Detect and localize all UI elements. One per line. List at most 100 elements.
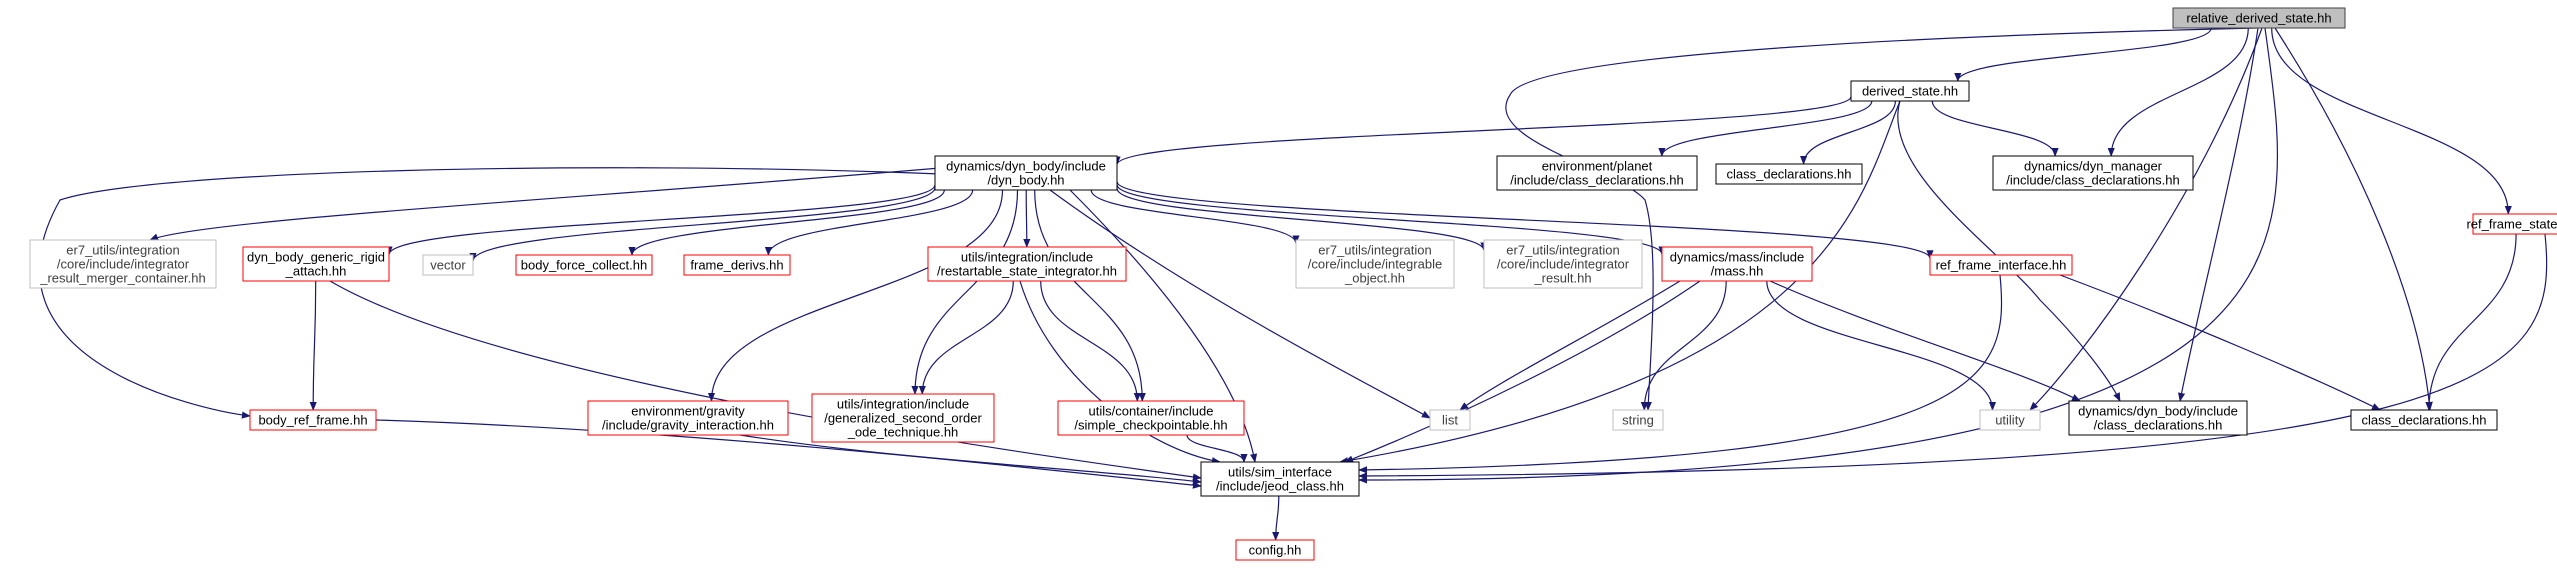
node-label: _result_merger_container.hh [39,271,206,286]
edge-rds-to-ref_frame_state [2271,27,2512,215]
edge-rfi-to-cd2 [2059,274,2381,411]
edge-dbgra-to-jeod_class [329,280,1202,481]
edge-dyn_body-to-vector [469,187,936,262]
edge-dyn_body-to-bfc [628,189,945,256]
node-label: body_ref_frame.hh [258,413,367,428]
node-label: /include/gravity_interaction.hh [602,418,774,433]
edge-dyn_body-to-irmc [149,167,941,241]
node-planet-cd[interactable]: environment/planet/include/class_declara… [1496,155,1698,191]
node-label: string [1622,413,1654,428]
node-integ-obj[interactable]: er7_utils/integration/core/include/integ… [1295,239,1455,289]
node-integ-res[interactable]: er7_utils/integration/core/include/integ… [1483,239,1643,289]
node-rsi[interactable]: utils/integration/include/restartable_st… [927,246,1127,282]
node-label: class_declarations.hh [2361,413,2486,428]
node-label: /include/class_declarations.hh [2006,173,2179,188]
edge-dbgra-to-brf [309,280,317,411]
edge-ds-to-dyn_body [1113,96,1852,166]
node-label: utils/container/include [1088,404,1213,419]
node-label: /core/include/integrator [57,257,190,272]
node-box [1715,163,1863,185]
node-bfc[interactable]: body_force_collect.hh [515,254,653,276]
node-brf[interactable]: body_ref_frame.hh [249,409,377,431]
edge-dyn_body-to-gsoot [911,189,1019,395]
node-vector[interactable]: vector [422,254,474,276]
node-label: utils/sim_interface [1228,465,1332,480]
node-mass[interactable]: dynamics/mass/include/mass.hh [1661,246,1813,282]
node-sc[interactable]: utils/container/include/simple_checkpoin… [1057,400,1245,436]
edge-ds-to-cd1 [1800,100,1896,165]
node-config[interactable]: config.hh [1235,539,1315,561]
node-box [1661,246,1813,282]
node-dm-cd[interactable]: dynamics/dyn_manager/include/class_decla… [1992,155,2194,191]
node-fd[interactable]: frame_derivs.hh [683,254,791,276]
node-label: ref_frame_interface.hh [1936,258,2067,273]
edge-mass-to-list [1459,280,1681,411]
node-gsoot[interactable]: utils/integration/include/generalized_se… [811,393,995,443]
edge-rfi-to-jeod_class [1358,274,2003,474]
node-label: /include/jeod_class.hh [1216,479,1344,494]
edge-mass-to-jeod_class [1344,280,1701,463]
node-label: vector [430,258,466,273]
edge-mass-to-utility [1766,280,1997,411]
edge-ds-to-dm_cd [1931,100,2059,157]
node-label: list [1442,413,1458,428]
node-db-cd[interactable]: dynamics/dyn_body/include/class_declarat… [2068,400,2248,436]
node-label: environment/planet [1542,159,1653,174]
node-label: ref_frame_state.hh [2466,217,2557,232]
node-box [1483,239,1643,289]
edge-rds-to-ds [1954,27,2212,82]
edge-ref_frame_state-to-jeod_class [1358,233,2548,480]
node-utility[interactable]: utility [1979,409,2041,431]
node-label: er7_utils/integration [1318,243,1431,258]
node-jeod-class[interactable]: utils/sim_interface/include/jeod_class.h… [1200,461,1360,497]
node-box [1235,539,1315,561]
node-label: _attach.hh [285,264,347,279]
node-label: dynamics/dyn_body/include [946,159,1106,174]
node-label: config.hh [1249,543,1302,558]
edge-mass-to-string [1640,280,1727,411]
node-cd1[interactable]: class_declarations.hh [1715,163,1863,185]
node-label: frame_derivs.hh [690,258,783,273]
edge-dyn_body-to-brf [39,167,941,419]
node-label: /generalized_second_order [824,411,982,426]
node-box [249,409,377,431]
node-string[interactable]: string [1612,409,1664,431]
edge-dyn_body-to-rsi [1023,189,1031,248]
edge-ds-to-jeod_class [1339,100,1901,465]
node-dbgra[interactable]: dyn_body_generic_rigid_attach.hh [242,246,390,282]
node-label: utils/integration/include [837,397,969,412]
node-gi[interactable]: environment/gravity/include/gravity_inte… [587,400,789,436]
node-box [1979,409,2041,431]
node-box [1929,254,2073,276]
node-list[interactable]: list [1429,409,1471,431]
edge-rds-to-utility [2029,27,2263,411]
edge-rds-to-db_cd [2178,27,2259,402]
edge-dyn_body-to-gi [707,189,1004,402]
node-label: /simple_checkpointable.hh [1074,418,1227,433]
node-irmc[interactable]: er7_utils/integration/core/include/integ… [29,239,217,289]
node-box [1850,80,1970,102]
node-rfi[interactable]: ref_frame_interface.hh [1929,254,2073,276]
node-dyn-body[interactable]: dynamics/dyn_body/include/dyn_body.hh [934,155,1118,191]
node-label: /core/include/integrable [1308,257,1442,272]
node-box [1295,239,1455,289]
node-box [2068,400,2248,436]
node-label: body_force_collect.hh [521,258,647,273]
node-label: /dyn_body.hh [987,173,1064,188]
node-box [2172,7,2346,29]
edge-dyn_body-to-sc [1034,189,1146,402]
edge-dyn_body-to-jeod_class [1069,189,1258,463]
node-rds: relative_derived_state.hh [2172,7,2346,29]
node-ds[interactable]: derived_state.hh [1850,80,1970,102]
edge-dyn_body-to-integ_res [1116,188,1488,252]
node-label: /core/include/integrator [1497,257,1630,272]
node-label: /restartable_state_integrator.hh [937,264,1117,279]
node-box [587,400,789,436]
node-label: class_declarations.hh [1726,167,1851,182]
edge-dyn_body-to-dbgra [385,184,936,256]
node-cd2[interactable]: class_declarations.hh [2350,409,2498,431]
node-label: /mass.hh [1711,264,1764,279]
node-ref-frame-state[interactable]: ref_frame_state.hh [2466,213,2557,235]
node-label: er7_utils/integration [1506,243,1619,258]
node-box [1200,461,1360,497]
